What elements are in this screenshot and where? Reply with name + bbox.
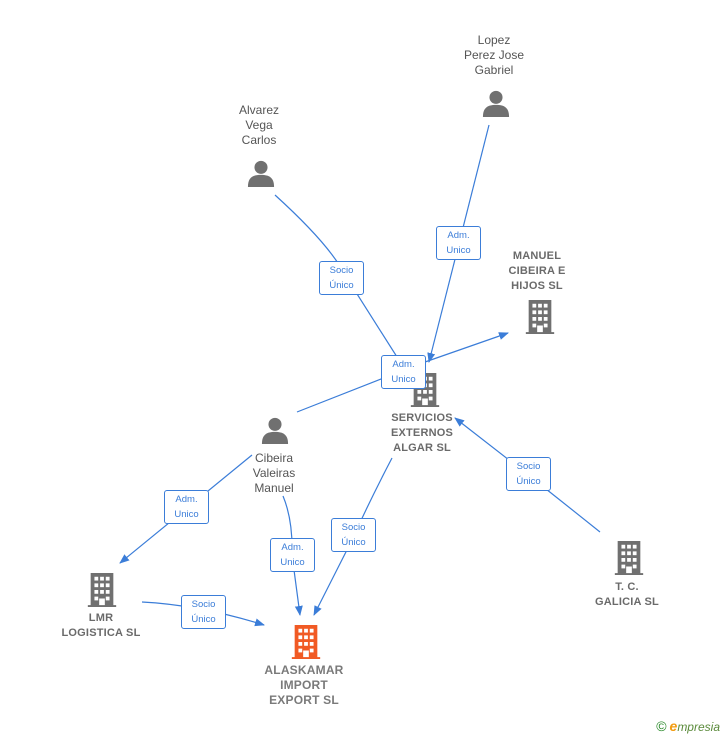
person-icon-alvarez[interactable] <box>247 160 275 187</box>
brand-initial: e <box>669 718 678 734</box>
person-label-lopez[interactable]: Lopez Perez Jose Gabriel <box>463 33 525 77</box>
building-icon-manuel-cibeira[interactable] <box>525 300 555 334</box>
company-label-lmr[interactable]: LMR LOGISTICA SL <box>61 612 141 639</box>
brand-name: mpresia <box>677 720 720 734</box>
edge-label-cibeira-lmr[interactable]: Adm. Unico <box>164 490 209 524</box>
person-label-alvarez[interactable]: Alvarez Vega Carlos <box>238 103 279 147</box>
edge-label-servicios-alaskamar[interactable]: Socio Único <box>331 518 376 552</box>
building-icon-alaskamar[interactable] <box>291 625 321 659</box>
company-label-tc-galicia[interactable]: T. C. GALICIA SL <box>595 581 659 608</box>
edge-label-lopez-servicios[interactable]: Adm. Unico <box>436 226 481 260</box>
person-icon-cibeira[interactable] <box>261 417 289 444</box>
company-label-alaskamar[interactable]: ALASKAMAR IMPORT EXPORT SL <box>264 663 344 707</box>
edge-label-cibeira-alaskamar[interactable]: Adm. Unico <box>270 538 315 572</box>
edge-label-cibeira-servicios[interactable]: Adm. Unico <box>381 355 426 389</box>
empresia-watermark: ©empresia <box>656 718 720 734</box>
building-icon-tc-galicia[interactable] <box>614 541 644 575</box>
edge-label-lmr-alaskamar[interactable]: Socio Único <box>181 595 226 629</box>
edge-label-tc-servicios[interactable]: Socio Único <box>506 457 551 491</box>
edge-servicios-manuel <box>424 332 509 363</box>
copyright-icon: © <box>656 718 667 734</box>
building-icon-lmr[interactable] <box>87 573 117 607</box>
edge-label-alvarez-servicios[interactable]: Socio Único <box>319 261 364 295</box>
company-label-manuel-cibeira[interactable]: MANUEL CIBEIRA E HIJOS SL <box>508 250 566 292</box>
company-label-servicios[interactable]: SERVICIOS EXTERNOS ALGAR SL <box>390 412 454 454</box>
person-icon-lopez[interactable] <box>482 90 510 117</box>
person-label-cibeira[interactable]: Cibeira Valeiras Manuel <box>252 451 296 495</box>
